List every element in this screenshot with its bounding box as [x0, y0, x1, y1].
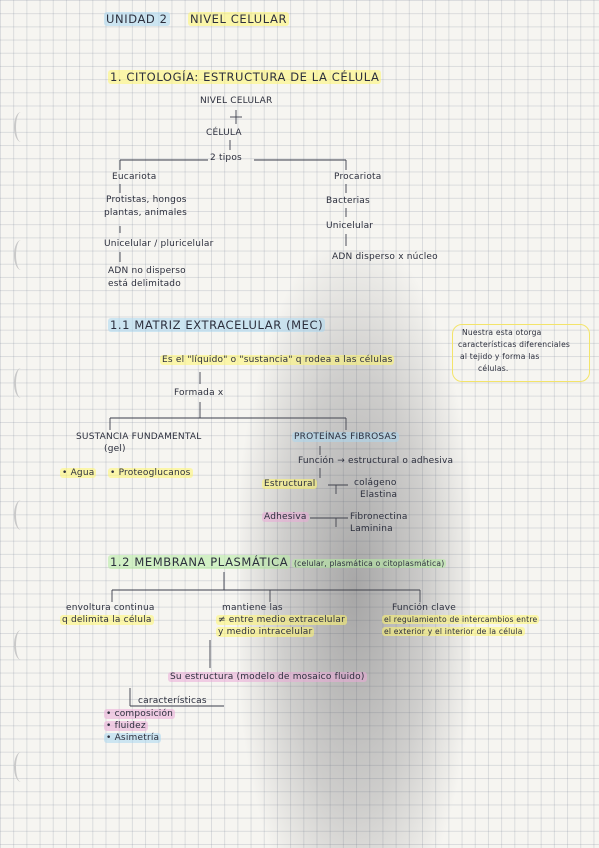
mantiene-label: mantiene las — [222, 603, 283, 613]
procariota-example: Bacterias — [326, 196, 370, 206]
proteinas-fibrosas-label: PROTEÍNAS FIBROSAS — [292, 432, 399, 442]
page-title: NIVEL CELULAR — [188, 12, 290, 26]
mec-definition: Es el "líquido" o "sustancia" q rodea a … — [160, 355, 395, 365]
procariota-adn: ADN disperso x núcleo — [332, 252, 438, 262]
tipos-label: 2 tipos — [210, 153, 242, 163]
procariota-cell-type: Unicelular — [326, 221, 374, 231]
binder-hole — [14, 368, 28, 398]
eucariota-example: plantas, animales — [104, 208, 188, 218]
funcion-label: Función → estructural o adhesiva — [298, 456, 454, 466]
estructural-label: Estructural — [262, 479, 318, 489]
note-line: células. — [478, 364, 509, 373]
sustancia-fundamental-label: SUSTANCIA FUNDAMENTAL — [76, 432, 202, 442]
funcion-clave-label: el exterior y el interior de la célula — [382, 627, 525, 636]
note-line: características diferenciales — [458, 340, 571, 349]
section-3-title: 1.2 MEMBRANA PLASMÁTICA — [108, 555, 291, 569]
binder-hole — [14, 630, 28, 660]
funcion-clave-label: Función clave — [392, 603, 457, 613]
binder-hole — [14, 752, 28, 782]
unit-label: UNIDAD 2 — [104, 12, 170, 26]
funcion-clave-label: el regulamiento de intercambios entre — [382, 615, 540, 624]
note-line: al tejido y forma las — [460, 352, 540, 361]
proteoglucanos-item: • Proteoglucanos — [108, 468, 193, 478]
caracteristicas-label: características — [138, 696, 207, 706]
eucariota-cell-type: Unicelular / pluricelular — [104, 239, 214, 249]
colageno-label: colágeno — [354, 478, 397, 488]
laminina-label: Laminina — [350, 524, 393, 534]
section-1-title: 1. CITOLOGÍA: ESTRUCTURA DE LA CÉLULA — [108, 70, 382, 84]
binder-hole — [14, 240, 28, 270]
procariota-label: Procariota — [334, 172, 382, 182]
estructura-label: Su estructura (modelo de mosaico fluido) — [168, 672, 367, 682]
elastina-label: Elastina — [360, 490, 398, 500]
asimetria-item: • Asimetría — [104, 733, 162, 743]
note-line: Nuestra esta otorga — [462, 328, 542, 337]
section-2-title: 1.1 MATRIZ EXTRACELULAR (MEC) — [108, 318, 326, 332]
envoltura-label: envoltura continua — [66, 603, 155, 613]
mantiene-label: y medio intracelular — [216, 627, 315, 637]
eucariota-example: Protistas, hongos — [106, 195, 187, 205]
binder-hole — [14, 500, 28, 530]
composicion-item: • composición — [104, 709, 176, 719]
binder-hole — [14, 112, 28, 142]
fluidez-item: • fluidez — [104, 721, 148, 731]
adhesiva-label: Adhesiva — [262, 512, 309, 522]
celula-label: CÉLULA — [206, 128, 242, 138]
gel-label: (gel) — [104, 444, 126, 454]
sticky-note — [452, 324, 590, 382]
formada-label: Formada x — [174, 388, 224, 398]
envoltura-label: q delimita la célula — [60, 615, 154, 625]
agua-item: • Agua — [60, 468, 97, 478]
nivel-celular-label: NIVEL CELULAR — [200, 96, 273, 106]
binder-holes — [14, 0, 34, 848]
fibronectina-label: Fibronectina — [350, 512, 408, 522]
eucariota-adn: está delimitado — [108, 279, 181, 289]
eucariota-label: Eucariota — [112, 172, 157, 182]
section-3-subtitle: (celular, plasmática o citoplasmática) — [292, 559, 447, 568]
mantiene-label: ≠ entre medio extracelular — [216, 615, 348, 625]
eucariota-adn: ADN no disperso — [108, 266, 186, 276]
